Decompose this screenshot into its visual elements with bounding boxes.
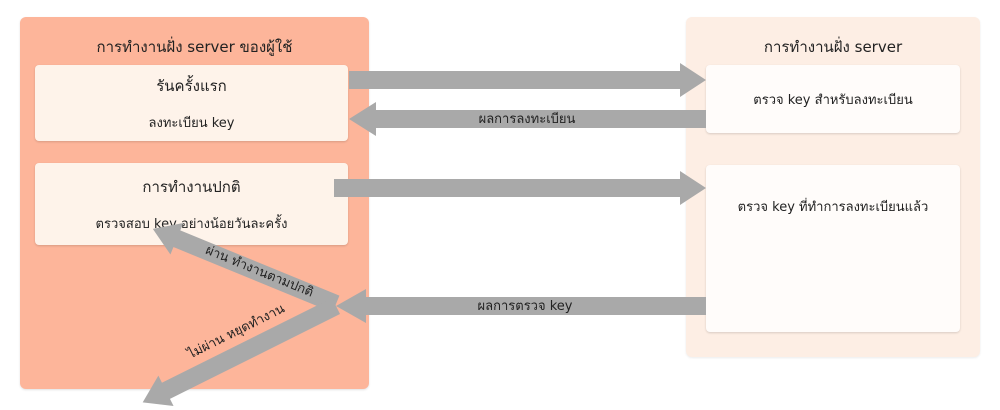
user-server-title: การทำงานฝั่ง server ของผู้ใช้	[96, 38, 293, 56]
key-check-label: ตรวจ key ที่ทำการลงทะเบียนแล้ว	[737, 200, 929, 215]
first-run-title: รันครั้งแรก	[156, 76, 227, 95]
normal-run-subtitle: ตรวจสอบ key อย่างน้อยวันละครั้ง	[95, 216, 288, 232]
register-request-arrow	[349, 63, 706, 97]
normal-run-box: การทำงานปกติ ตรวจสอบ key อย่างน้อยวันละค…	[35, 163, 348, 245]
key-check-result-label: ผลการตรวจ key	[478, 299, 573, 314]
normal-run-title: การทำงานปกติ	[142, 177, 241, 196]
pass-label: ผ่าน ทำงานตามปกติ	[203, 243, 315, 301]
register-check-label: ตรวจ key สำหรับลงทะเบียน	[753, 92, 913, 108]
first-run-box: รันครั้งแรก ลงทะเบียน key	[35, 65, 348, 141]
register-check-box: ตรวจ key สำหรับลงทะเบียน	[706, 65, 960, 133]
key-check-request-arrow	[334, 171, 706, 205]
pass-arrow	[152, 223, 340, 313]
license-server-title: การทำงานฝั่ง server	[763, 38, 903, 56]
register-result-arrow	[349, 102, 706, 136]
key-check-result-arrow	[336, 289, 706, 323]
first-run-subtitle: ลงทะเบียน key	[148, 115, 235, 131]
fail-arrow	[142, 297, 341, 406]
key-check-box: ตรวจ key ที่ทำการลงทะเบียนแล้ว	[706, 165, 960, 332]
register-result-label: ผลการลงทะเบียน	[479, 111, 576, 127]
